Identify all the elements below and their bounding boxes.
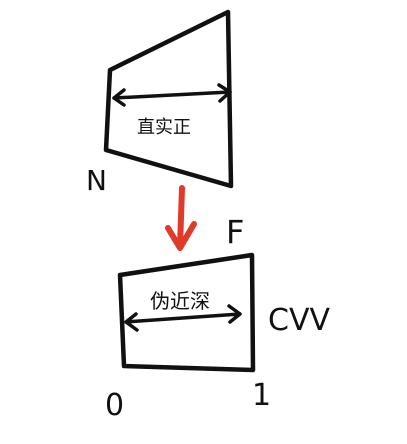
near-plane-label: N [86,164,107,197]
far-plane-label: F [226,213,244,251]
depth-min-label: 0 [105,388,124,423]
depth-max-label: 1 [252,378,271,413]
frustum-shape [103,9,234,189]
transform-arrow [165,185,197,251]
frustum-depth-arrow [112,83,232,107]
cvv-depth-arrow [124,304,242,332]
cvv-depth-label: 伪近深 [150,289,210,313]
cvv-label: CVV [268,303,330,338]
cvv-box [117,252,256,373]
frustum-label: 直实正 [137,117,191,138]
